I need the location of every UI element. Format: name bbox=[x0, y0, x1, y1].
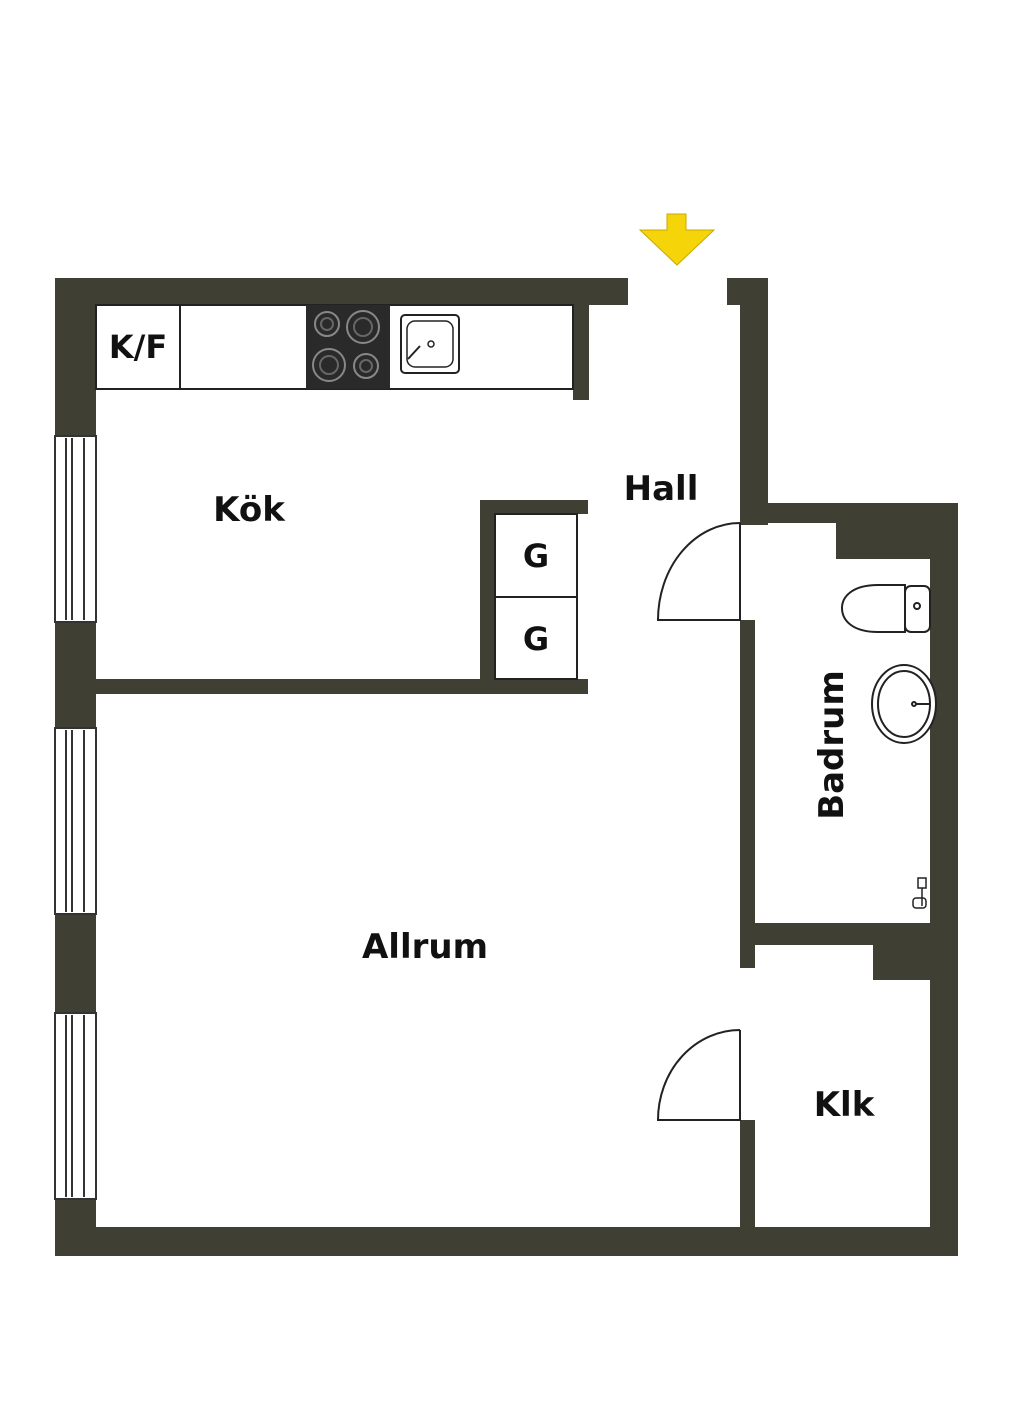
fridge-freezer-label: K/F bbox=[109, 328, 167, 366]
window-allrum-lower bbox=[55, 1013, 96, 1199]
kitchen-sink-icon bbox=[400, 314, 460, 374]
wall-klk-west-lower bbox=[740, 1120, 755, 1230]
room-label-hall: Hall bbox=[624, 469, 699, 509]
window-allrum-upper bbox=[55, 728, 96, 914]
room-labels: Kök Hall Allrum Badrum Klk bbox=[213, 469, 876, 1125]
wall-klk-notch bbox=[873, 945, 930, 980]
room-label-allrum: Allrum bbox=[362, 927, 488, 967]
wall-bath-klk bbox=[740, 923, 930, 945]
washbasin-icon bbox=[871, 664, 937, 744]
door-bathroom bbox=[656, 522, 741, 621]
window-kitchen bbox=[55, 436, 96, 622]
wall-kitchen-partition bbox=[573, 305, 589, 400]
stove-icon bbox=[306, 305, 390, 389]
kitchen-counter: K/F bbox=[95, 304, 574, 390]
wall-bath-notch bbox=[836, 523, 930, 559]
toilet-icon bbox=[840, 584, 931, 633]
wall-hall-east bbox=[740, 278, 768, 525]
wardrobes: G G bbox=[494, 513, 578, 680]
wardrobe-bottom-label: G bbox=[523, 620, 549, 658]
wall-wardrobe-left bbox=[480, 500, 495, 694]
wall-bath-west bbox=[740, 620, 755, 920]
wardrobe-top-label: G bbox=[523, 537, 549, 575]
door-klk bbox=[656, 1029, 741, 1121]
room-label-klk: Klk bbox=[814, 1085, 876, 1125]
walls bbox=[55, 278, 958, 1256]
room-label-badrum: Badrum bbox=[812, 670, 852, 820]
fridge-freezer bbox=[95, 304, 181, 390]
wardrobe-top bbox=[494, 513, 578, 598]
entrance-arrow-icon bbox=[638, 213, 716, 266]
room-label-kok: Kök bbox=[213, 490, 286, 530]
doors bbox=[656, 522, 741, 1121]
windows bbox=[54, 435, 97, 1200]
wall-kitchen-allrum bbox=[96, 679, 588, 694]
shower-icon bbox=[912, 877, 927, 909]
wall-wardrobe-top bbox=[480, 500, 588, 514]
wardrobe-bottom bbox=[494, 596, 578, 680]
